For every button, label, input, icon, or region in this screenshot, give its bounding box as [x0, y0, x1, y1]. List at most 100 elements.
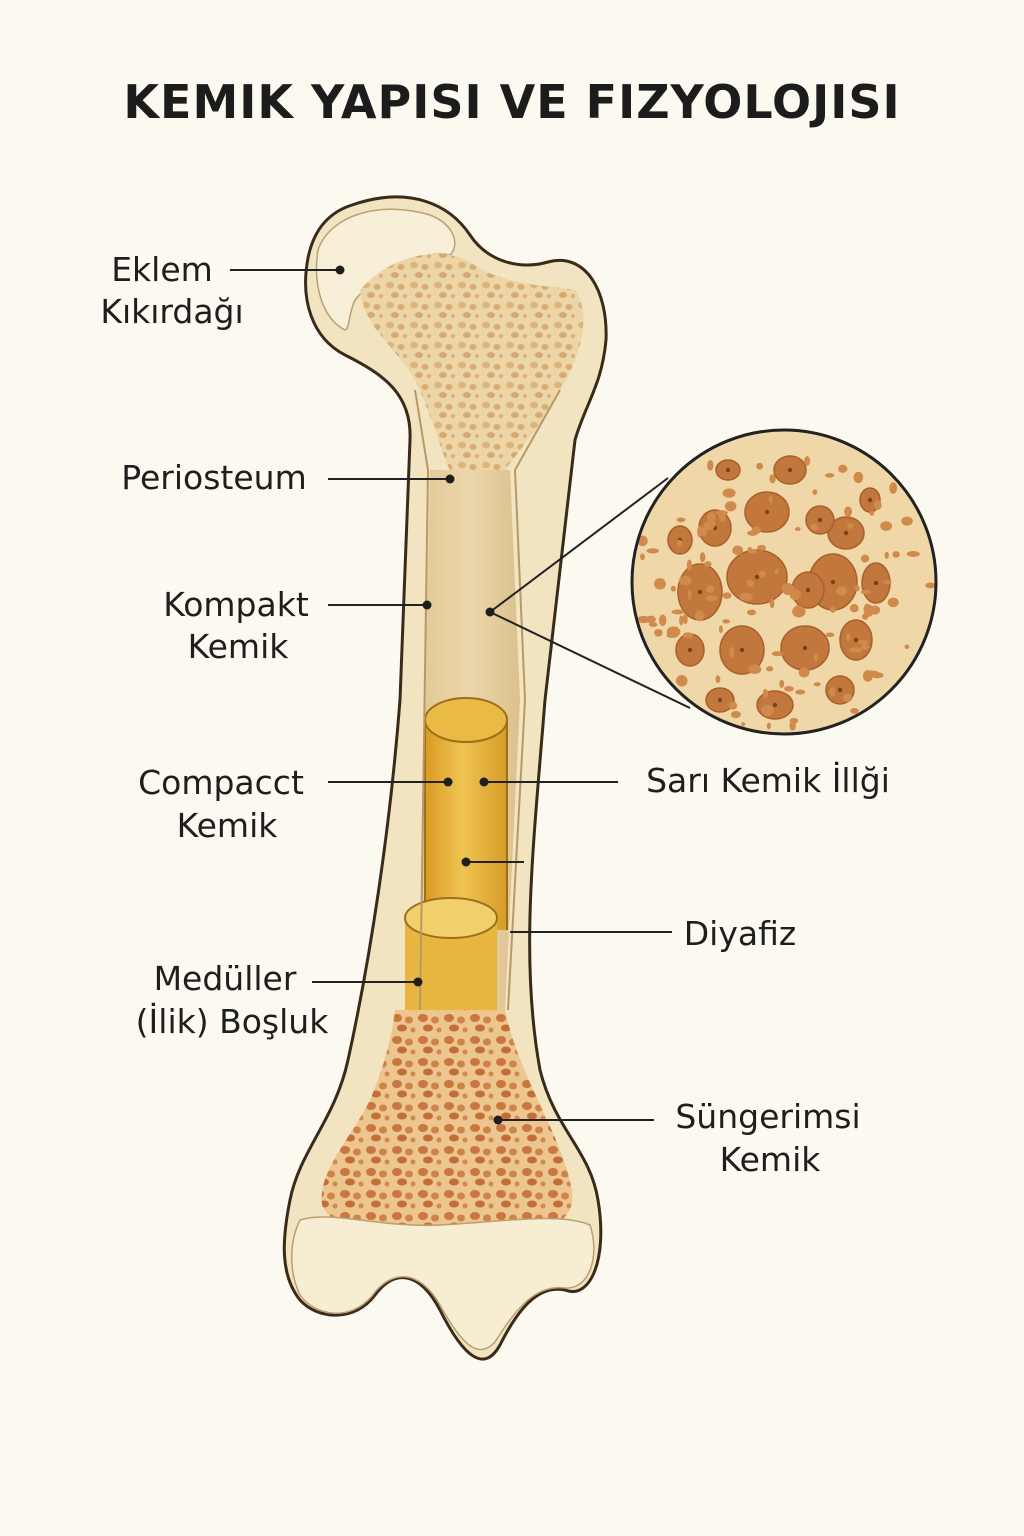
small-pore: [682, 613, 688, 625]
small-pore: [774, 568, 779, 575]
leader-dot: [443, 777, 453, 787]
small-pore: [675, 675, 688, 687]
spongy-bone-magnified-view: [489, 428, 938, 736]
upper-spongy-bone: [360, 253, 584, 475]
small-pore: [637, 535, 648, 547]
small-pore: [739, 592, 754, 602]
small-pore: [857, 639, 870, 645]
small-pore: [795, 689, 806, 695]
small-pore: [779, 679, 785, 688]
pore-center: [754, 574, 760, 580]
small-pore: [769, 474, 776, 484]
leader-dot: [422, 600, 432, 610]
small-pore: [648, 622, 658, 627]
small-pore: [756, 462, 763, 470]
small-pore: [715, 675, 721, 683]
small-pore: [769, 598, 775, 609]
small-pore: [887, 597, 899, 608]
small-pore: [676, 539, 683, 547]
pore-center: [830, 579, 836, 585]
small-pore: [863, 603, 872, 616]
small-pore: [804, 456, 811, 466]
small-pore: [707, 460, 714, 471]
small-pore: [718, 625, 723, 634]
leader-dot: [335, 265, 345, 275]
small-pore: [722, 592, 732, 599]
small-pore: [654, 578, 666, 590]
small-pore: [889, 482, 898, 494]
small-pore: [746, 609, 757, 616]
magnified-pores: [636, 455, 936, 731]
small-pore: [730, 710, 741, 719]
small-pore: [758, 570, 766, 578]
leader-dot: [479, 777, 489, 787]
small-pore: [860, 554, 870, 563]
label-text: Kemik: [188, 627, 290, 666]
small-pore: [795, 604, 801, 610]
small-pore: [794, 527, 801, 532]
marrow-inner-pointer: [461, 857, 524, 867]
pore-center: [843, 530, 849, 536]
pore-center: [837, 687, 843, 693]
small-pore: [694, 610, 705, 622]
small-pore: [798, 667, 810, 678]
label-text: Medüller: [154, 959, 297, 998]
pore-center: [805, 587, 811, 593]
small-pore: [748, 664, 762, 674]
small-pore: [850, 707, 859, 714]
zoom-line-top: [489, 477, 669, 613]
label-spongy-bone: Süngerimsi Kemik: [493, 1097, 861, 1179]
small-pore: [697, 525, 703, 538]
zoom-origin-dot: [485, 607, 495, 617]
small-pore: [761, 704, 774, 717]
label-articular-cartilage: Eklem Kıkırdağı: [100, 250, 345, 331]
zoom-line-bottom: [489, 611, 691, 709]
label-text: Eklem: [111, 250, 213, 289]
pore-center: [817, 517, 823, 523]
label-text: Kemik: [720, 1140, 822, 1179]
small-pore: [869, 510, 875, 516]
lower-marrow-cylinder: [404, 897, 498, 1018]
small-pore: [682, 632, 694, 639]
small-pore: [670, 585, 676, 592]
pore-center: [717, 697, 723, 703]
pore-center: [725, 467, 731, 473]
femur-bone: [282, 195, 608, 1361]
small-pore: [849, 604, 859, 613]
small-pore: [904, 644, 910, 650]
label-text: Kemik: [177, 806, 279, 845]
small-pore: [861, 644, 870, 650]
label-text: Kompakt: [163, 585, 309, 624]
label-compact-bone-1: Kompakt Kemik: [163, 585, 495, 666]
small-pore: [874, 500, 882, 511]
pore-center: [873, 580, 879, 586]
label-text: Kıkırdağı: [100, 292, 243, 331]
small-pore: [722, 488, 736, 498]
small-pore: [732, 545, 744, 556]
label-yellow-marrow: Sarı Kemik İllği: [479, 761, 890, 800]
small-pore: [847, 522, 854, 529]
small-pore: [747, 546, 753, 554]
small-pore: [771, 651, 784, 657]
small-pore: [705, 595, 718, 602]
small-pore: [704, 561, 712, 567]
lower-cartilage: [291, 1216, 595, 1351]
small-pore: [862, 670, 873, 682]
leader-dot: [413, 977, 423, 987]
small-pore: [654, 629, 663, 637]
small-pore: [845, 633, 851, 641]
small-pore: [784, 685, 794, 692]
small-pore: [686, 559, 693, 571]
small-pore: [706, 585, 715, 594]
pore-center: [867, 497, 873, 503]
small-pore: [848, 647, 863, 653]
leader-dot: [493, 1115, 503, 1125]
small-pore: [666, 633, 679, 638]
label-periosteum: Periosteum: [121, 458, 455, 497]
small-pore: [676, 517, 686, 523]
small-pore: [883, 580, 892, 585]
small-pore: [925, 582, 936, 589]
small-pore: [746, 579, 754, 588]
pore-center: [853, 637, 859, 643]
